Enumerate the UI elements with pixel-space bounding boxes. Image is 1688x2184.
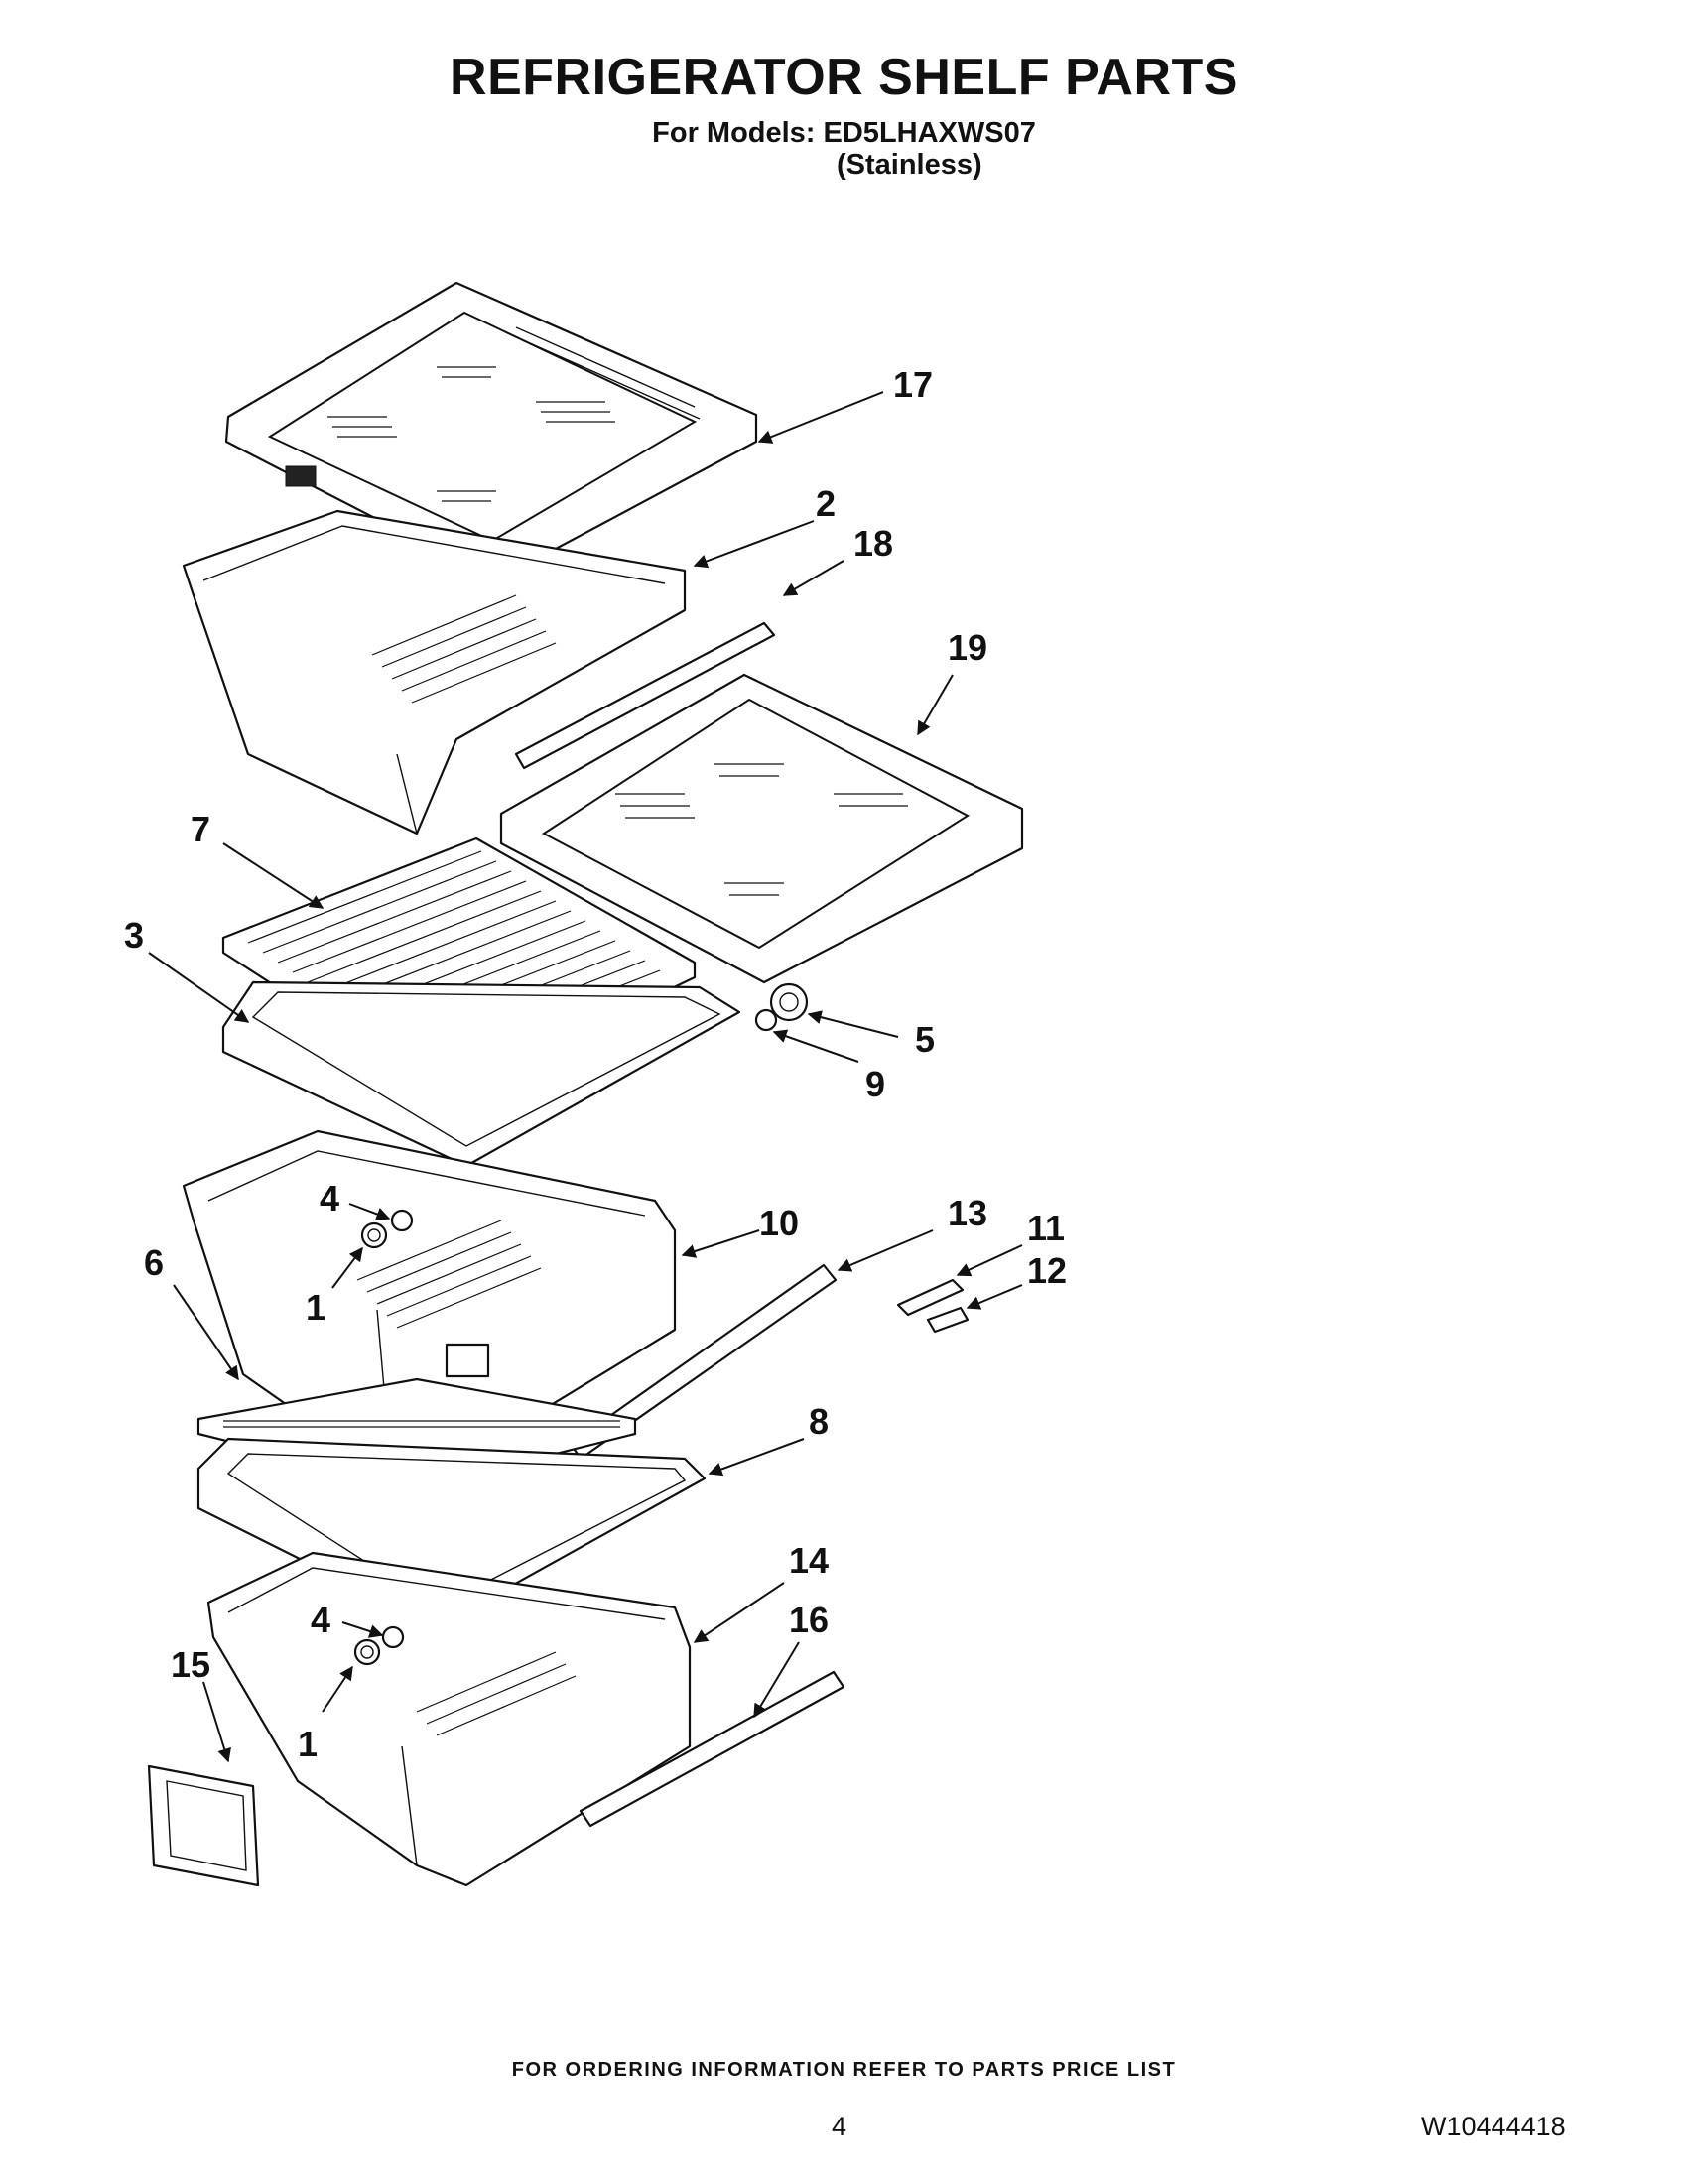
- callout-13: 13: [948, 1193, 987, 1233]
- callout-9: 9: [865, 1064, 885, 1104]
- bottom-drawer-trim: [579, 1670, 845, 1828]
- callout-4-upper: 4: [320, 1178, 339, 1219]
- callout-19: 19: [948, 627, 987, 668]
- top-glass-shelf: [224, 281, 758, 582]
- middle-crisper-drawer: [182, 1129, 677, 1480]
- lower-glass-shelf: [499, 673, 1024, 984]
- callout-6: 6: [144, 1242, 164, 1283]
- bottom-crisper-drawer: [206, 1551, 692, 1887]
- callout-10: 10: [759, 1203, 799, 1243]
- leader-lines: [148, 391, 1023, 1763]
- callout-11: 11: [1027, 1208, 1065, 1248]
- document-number: W10444418: [1421, 2112, 1566, 2141]
- callout-8: 8: [809, 1401, 829, 1442]
- callout-15: 15: [171, 1644, 210, 1685]
- models-line: For Models: ED5LHAXWS07: [652, 117, 1036, 149]
- page-title: REFRIGERATOR SHELF PARTS: [450, 49, 1238, 106]
- top-crisper-drawer: [182, 509, 687, 835]
- shelf-bolt-assembly: [754, 982, 809, 1032]
- callout-16: 16: [789, 1600, 829, 1640]
- callout-3: 3: [124, 915, 144, 956]
- callout-18: 18: [853, 523, 893, 564]
- finish-line: (Stainless): [837, 149, 982, 181]
- crisper-cover-frame: [221, 980, 741, 1168]
- callout-2: 2: [816, 483, 836, 524]
- top-drawer-trim: [514, 621, 776, 770]
- callout-5: 5: [915, 1019, 935, 1060]
- trim-clip-parts: [896, 1278, 970, 1334]
- callout-labels: 17 2 18 19 7 3 5 9 4 10 13 11 12 6 1 8 1…: [124, 364, 1067, 1764]
- ordering-note: FOR ORDERING INFORMATION REFER TO PARTS …: [511, 2059, 1177, 2081]
- drawer-label-badge: [147, 1764, 260, 1887]
- callout-1-upper: 1: [306, 1287, 325, 1328]
- callout-1-lower: 1: [298, 1724, 318, 1764]
- callout-4-lower: 4: [311, 1600, 330, 1640]
- callout-14: 14: [789, 1540, 829, 1581]
- callout-12: 12: [1027, 1250, 1067, 1291]
- page-number: 4: [832, 2112, 847, 2141]
- callout-7: 7: [191, 809, 210, 849]
- callout-17: 17: [893, 364, 933, 405]
